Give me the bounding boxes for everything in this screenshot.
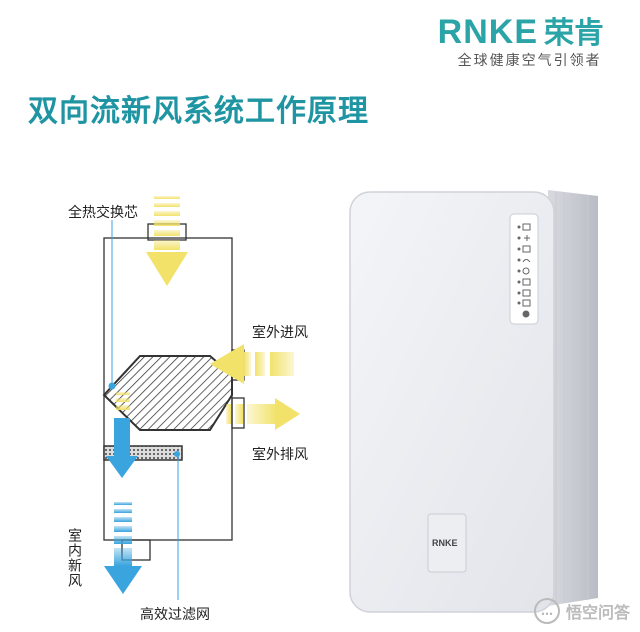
label-hepa-filter: 高效过滤网 xyxy=(140,607,210,623)
page-title: 双向流新风系统工作原理 xyxy=(28,94,369,129)
outdoor-air-down-arrow xyxy=(146,196,188,286)
label-outdoor-intake: 室外进风 xyxy=(252,325,308,341)
device-logo: RNKE xyxy=(432,538,458,548)
label-outdoor-exhaust: 室外排风 xyxy=(252,447,308,463)
device-front-panel xyxy=(349,191,555,613)
leader-lines xyxy=(108,220,179,600)
fan-icon xyxy=(517,236,521,240)
device-side-fins xyxy=(548,190,598,606)
outdoor-exhaust-arrow xyxy=(226,398,300,430)
brand-logo: RNKE 荣肯 全球健康空气引领者 xyxy=(438,8,604,70)
lock-icon xyxy=(517,291,521,295)
power-icon xyxy=(517,225,521,229)
heat-exchanger-core xyxy=(102,355,233,431)
label-heat-exchanger: 全热交换芯 xyxy=(68,205,138,221)
timer-icon xyxy=(517,269,521,273)
mode-icon xyxy=(517,247,521,251)
inner-yellow-flow xyxy=(116,392,130,410)
fresh-air-arrow-mid xyxy=(106,418,138,478)
brand-slogan: 全球健康空气引领者 xyxy=(457,53,602,69)
label-indoor-fresh-air: 室内新风 xyxy=(66,528,82,588)
brand-name-cn: 荣肯 xyxy=(544,16,604,51)
filter-icon xyxy=(517,280,521,284)
brand-name: RNKE xyxy=(437,13,538,51)
settings-icon xyxy=(522,310,530,318)
device-logo-plate xyxy=(427,513,467,573)
wifi-icon xyxy=(517,258,521,262)
sleep-icon xyxy=(517,301,521,305)
watermark: … 悟空问答 xyxy=(533,598,630,624)
outdoor-intake-arrow xyxy=(210,344,294,384)
chat-icon: … xyxy=(533,598,560,624)
watermark-text: 悟空问答 xyxy=(565,603,630,622)
fresh-air-arrow-bottom xyxy=(104,502,142,594)
